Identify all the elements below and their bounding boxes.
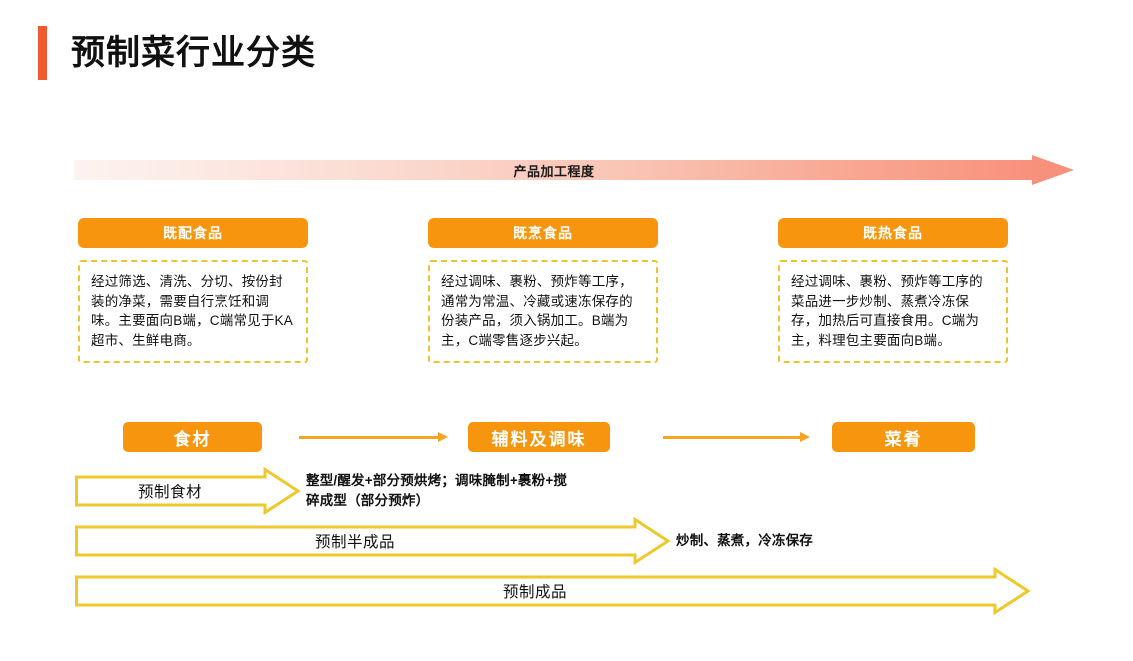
category-description-box-1: 经过筛选、清洗、分切、按份封装的净菜，需要自行烹饪和调味。主要面向B端，C端常见… [78,260,308,364]
stage-note-prepared-ingredients: 整型/醒发+部分预烘烤；调味腌制+裹粉+搅碎成型（部分预炸） [306,473,568,508]
block-arrow-shape-icon [75,516,671,566]
category-column-1: 既配食品 经过筛选、清洗、分切、按份封装的净菜，需要自行烹饪和调味。主要面向B端… [78,218,308,364]
category-description-text-1: 经过筛选、清洗、分切、按份封装的净菜，需要自行烹饪和调味。主要面向B端，C端常见… [91,274,293,348]
page-title: 预制菜行业分类 [38,24,316,82]
stage-label-finished: 预制成品 [502,584,567,601]
stage-note-semi-finished: 炒制、蒸煮，冷冻保存 [676,533,813,548]
category-description-text-3: 经过调味、裹粉、预炸等工序的菜品进一步炒制、蒸煮冷冻保存，加热后可直接食用。C端… [791,274,983,348]
gradient-arrow-head-icon [1032,155,1074,185]
stage-arrow-finished[interactable]: 预制成品 [75,566,1031,616]
stage-arrow-prepared-ingredients[interactable]: 预制食材 [75,466,301,516]
flow-step-ingredients[interactable]: 食材 [123,422,262,452]
process-degree-arrow: 产品加工程度 [74,155,1074,185]
stage-arrow-semi-finished[interactable]: 预制半成品 [75,516,671,566]
process-degree-label: 产品加工程度 [513,163,595,179]
category-description-box-2: 经过调味、裹粉、预炸等工序，通常为常温、冷藏或速冻保存的份装产品，须入锅加工。B… [428,260,658,364]
title-accent-bar [38,26,47,80]
flow-connector-arrow-1-icon [299,432,448,442]
category-description-text-2: 经过调味、裹粉、预炸等工序，通常为常温、冷藏或速冻保存的份装产品，须入锅加工。B… [441,274,633,348]
flow-connector-arrow-2-icon [663,432,810,442]
category-header-1[interactable]: 既配食品 [78,218,308,248]
block-arrow-shape-icon [75,566,1031,616]
block-arrow-shape-icon [75,466,301,516]
stage-label-semi-finished: 预制半成品 [314,534,395,551]
category-column-3: 既热食品 经过调味、裹粉、预炸等工序的菜品进一步炒制、蒸煮冷冻保存，加热后可直接… [778,218,1008,364]
category-column-2: 既烹食品 经过调味、裹粉、预炸等工序，通常为常温、冷藏或速冻保存的份装产品，须入… [428,218,658,364]
category-header-3[interactable]: 既热食品 [778,218,1008,248]
stage-label-prepared-ingredients: 预制食材 [137,484,202,501]
gradient-arrow-body-icon [74,160,1034,180]
category-description-box-3: 经过调味、裹粉、预炸等工序的菜品进一步炒制、蒸煮冷冻保存，加热后可直接食用。C端… [778,260,1008,364]
flow-step-seasoning[interactable]: 辅料及调味 [468,422,610,452]
category-header-2[interactable]: 既烹食品 [428,218,658,248]
flow-step-dish[interactable]: 菜肴 [832,422,975,452]
page-title-text: 预制菜行业分类 [71,34,316,72]
